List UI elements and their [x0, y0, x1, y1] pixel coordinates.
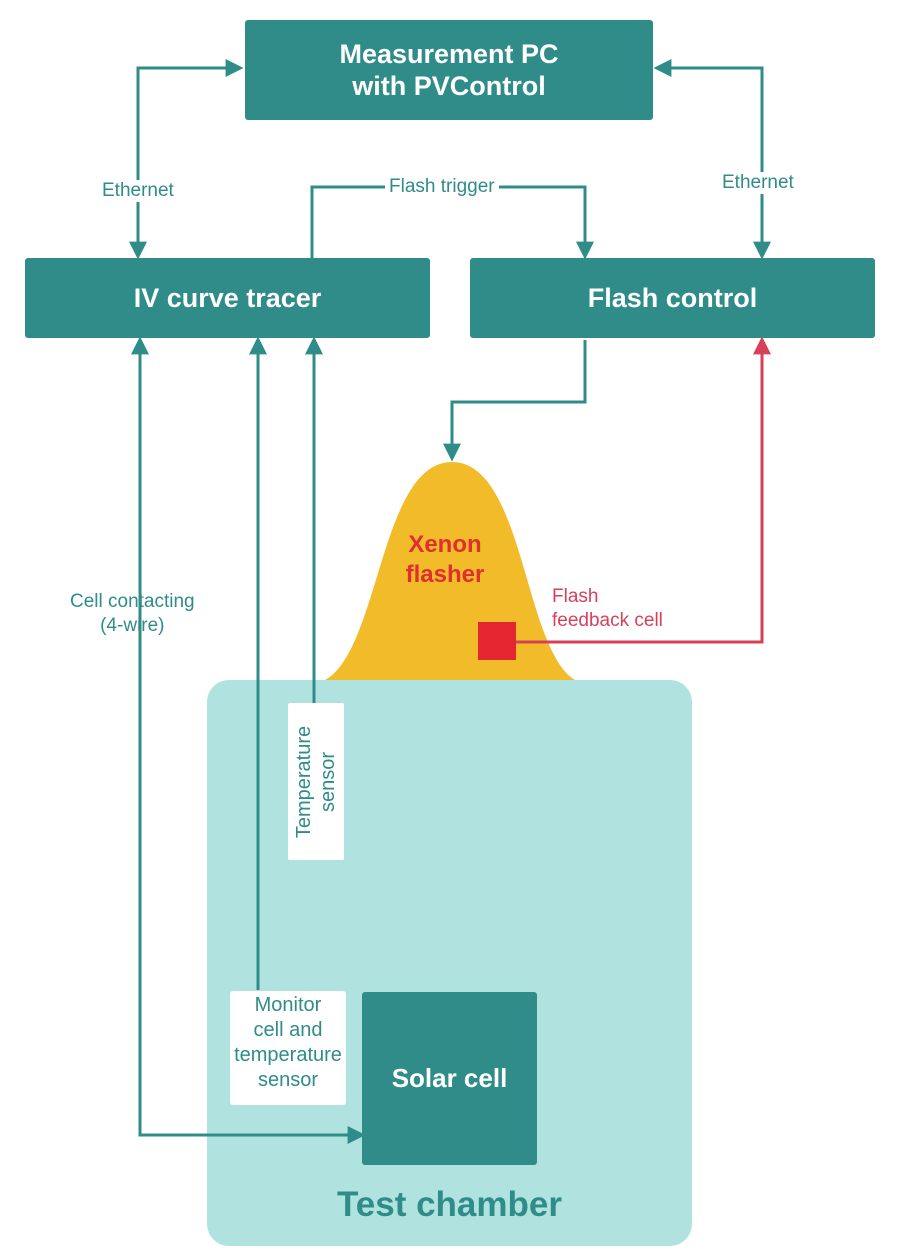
solar-cell-label: Solar cell [391, 1063, 508, 1093]
iv-curve-tracer-box: IV curve tracer [25, 258, 430, 338]
monitor-cell-line4: sensor [257, 1069, 319, 1091]
xenon-flasher-line2: flasher [405, 561, 485, 588]
monitor-cell-line1: Monitor [254, 994, 322, 1016]
flash-control-to-flasher [443, 340, 587, 462]
flash-trigger-label: Flash trigger [385, 176, 499, 198]
cell-contacting-label: Cell contacting (4-wire) [66, 590, 199, 638]
ethernet-left-link [129, 59, 244, 260]
cell-contacting-link [131, 336, 366, 1144]
monitor-cell-line3: temperature [234, 1044, 342, 1066]
flash-feedback-cell [478, 622, 516, 660]
flash-control-label: Flash control [587, 283, 758, 313]
ethernet-right-label: Ethernet [718, 172, 798, 194]
flash-feedback-link [516, 336, 771, 644]
flash-feedback-label: Flash feedback cell [552, 585, 663, 633]
temperature-sensor-line1: Temperature [293, 725, 315, 838]
xenon-flasher-label: Xenon flasher [380, 530, 510, 590]
monitor-cell-line2: cell and [253, 1019, 323, 1041]
measurement-pc-line2: with PVControl [352, 71, 546, 101]
measurement-pc-line1: Measurement PC [339, 39, 559, 69]
flash-feedback-line2: feedback cell [552, 610, 663, 631]
iv-curve-tracer-label: IV curve tracer [133, 283, 322, 313]
ethernet-left-label: Ethernet [98, 180, 178, 202]
cell-contacting-line1: Cell contacting [70, 591, 195, 612]
flash-feedback-line1: Flash [552, 586, 599, 607]
temperature-sensor-label-box: Temperature sensor [288, 703, 344, 860]
measurement-pc-box: Measurement PC with PVControl [245, 20, 653, 120]
test-chamber-label: Test chamber [337, 1185, 562, 1224]
ethernet-right-link [653, 59, 771, 260]
solar-cell-box: Solar cell [362, 992, 537, 1165]
monitor-cell-label: Monitor cell and temperature sensor [230, 991, 346, 1105]
flash-control-box: Flash control [470, 258, 875, 338]
temperature-sensor-line2: sensor [317, 751, 339, 812]
temperature-sensor-label: Temperature sensor [292, 725, 340, 837]
cell-contacting-line2: (4-wire) [100, 615, 165, 636]
xenon-flasher-line1: Xenon [408, 531, 482, 558]
